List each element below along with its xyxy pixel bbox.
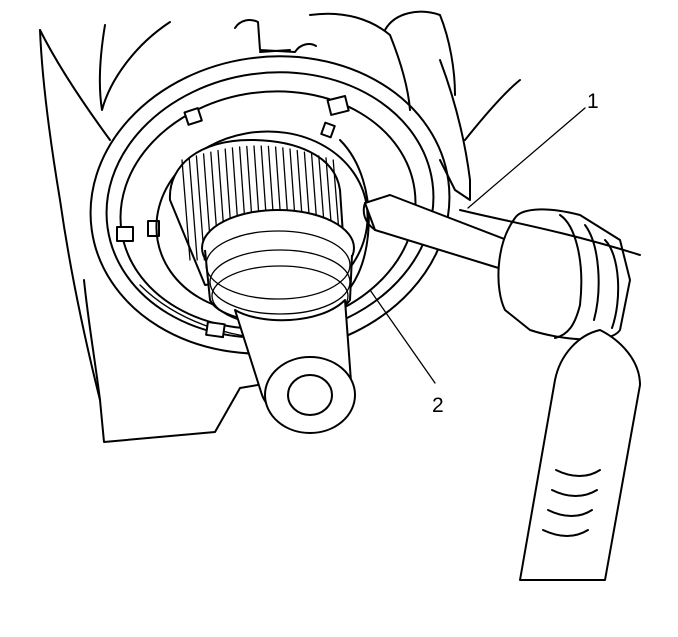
callout-1: 1 [467,90,599,209]
shaft-spline [181,159,191,261]
seal-retaining-tabs [116,95,350,339]
callout-1-label: 1 [587,90,599,113]
callout-2: 2 [369,289,444,417]
callout-1-leader [467,107,586,209]
callout-2-label: 2 [432,394,444,417]
seal-removal-tool [362,194,641,581]
transmission-case [39,10,521,443]
splined-output-shaft [168,139,356,434]
callout-2-leader [369,289,436,384]
shaft-spline [188,157,198,261]
